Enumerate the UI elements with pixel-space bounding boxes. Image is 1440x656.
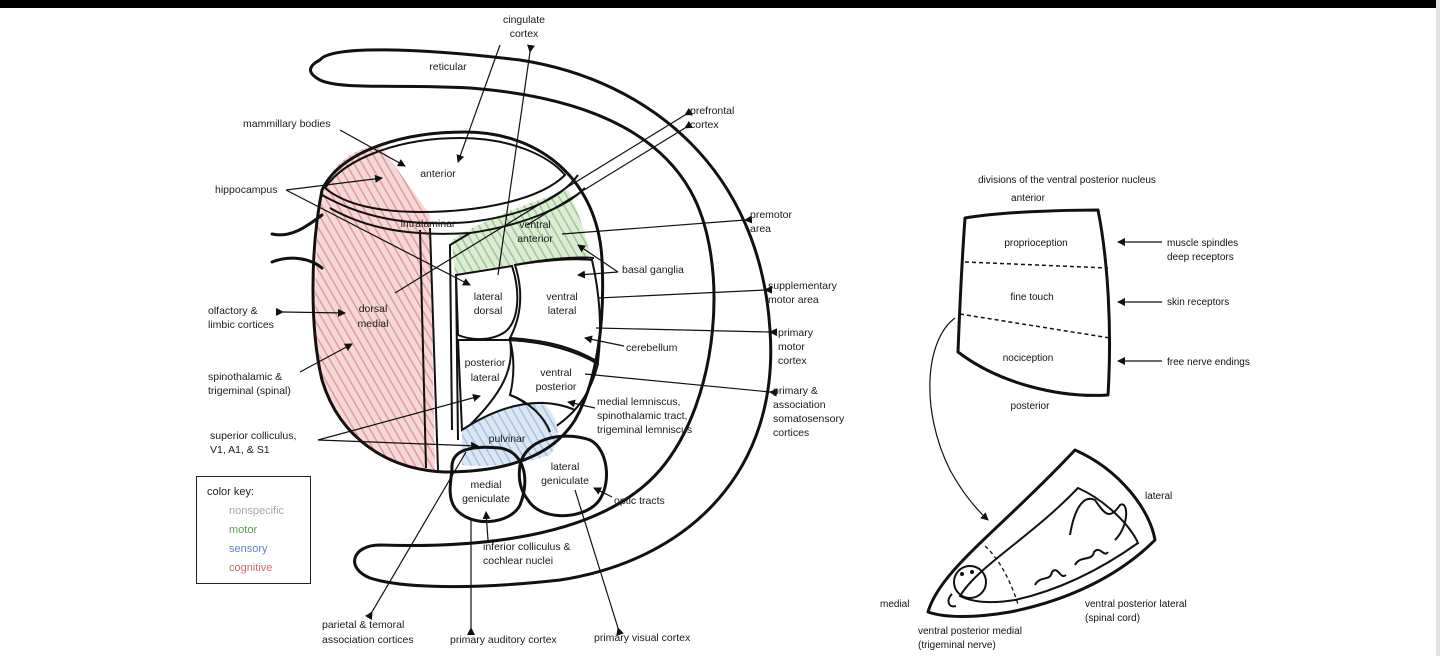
label-anterior: anterior (420, 168, 456, 180)
label-medial-geniculate-2: geniculate (462, 493, 510, 505)
label-ventral-lateral-2: lateral (548, 305, 577, 317)
vp-input-muscle-2: deep receptors (1167, 252, 1234, 263)
label-inferior-colliculus-2: cochlear nuclei (483, 555, 553, 567)
reticular-nucleus (309, 48, 773, 589)
label-olfactory-1: olfactory & (208, 305, 258, 317)
label-cingulate-1: cingulate (503, 14, 545, 26)
label-optic-tracts: optic tracts (614, 495, 665, 507)
label-spinothalamic-2: trigeminal (spinal) (208, 385, 291, 397)
label-medial-geniculate-1: medial (471, 479, 502, 491)
ventral-lateral-nucleus (508, 258, 601, 364)
vp-input-skin: skin receptors (1167, 297, 1229, 308)
thalamus-outline (270, 130, 605, 474)
color-key-title: color key: (207, 486, 255, 498)
section-vpl-1: ventral posterior lateral (1085, 599, 1187, 610)
label-cingulate-2: cortex (510, 28, 539, 40)
vp-title: divisions of the ventral posterior nucle… (978, 175, 1156, 186)
ventral-anterior-nucleus (452, 190, 590, 275)
label-lateral-geniculate-1: lateral (551, 461, 580, 473)
label-primary-auditory: primary auditory cortex (450, 634, 558, 646)
vp-divisions-panel: divisions of the ventral posterior nucle… (929, 175, 1250, 521)
label-lateral-dorsal-2: dorsal (474, 305, 503, 317)
label-ventral-lateral-1: ventral (546, 291, 578, 303)
vp-anterior: anterior (1011, 193, 1046, 204)
label-primary-motor-1: primary (778, 327, 814, 339)
label-primary-visual: primary visual cortex (594, 632, 691, 644)
label-posterior-lateral-1: posterior (465, 357, 506, 369)
label-superior-colliculus-1: superior colliculus, (210, 430, 296, 442)
label-supplementary-2: motor area (768, 294, 819, 306)
lateral-posterior-nucleus (456, 339, 512, 432)
label-intralaminar: intralaminar (401, 218, 456, 230)
label-dorsal-medial-1: dorsal (359, 303, 388, 315)
label-cerebellum: cerebellum (626, 342, 678, 354)
label-medial-lemniscus-3: trigeminal lemniscus (597, 424, 692, 436)
color-key-cognitive: cognitive (229, 562, 273, 574)
vp-zone-nociception: nociception (1003, 353, 1054, 364)
section-vpm-1: ventral posterior medial (918, 626, 1022, 637)
label-pulvinar: pulvinar (489, 433, 526, 445)
label-spinothalamic-1: spinothalamic & (208, 371, 282, 383)
label-mammillary-bodies: mammillary bodies (243, 118, 331, 130)
lateral-geniculate (517, 434, 608, 518)
vp-section: lateral medial ventral posterior lateral… (880, 448, 1187, 651)
vp-posterior: posterior (1011, 401, 1051, 412)
top-black-bar (0, 0, 1440, 8)
label-primary-assoc-1: primary & (773, 385, 818, 397)
label-medial-lemniscus-2: spinothalamic tract, (597, 410, 687, 422)
label-ventral-posterior-2: posterior (536, 381, 577, 393)
color-key: color key: nonspecific motor sensory cog… (196, 476, 311, 584)
label-primary-motor-2: motor (778, 341, 805, 353)
vp-input-free-nerve: free nerve endings (1167, 357, 1250, 368)
label-primary-motor-3: cortex (778, 355, 807, 367)
color-key-nonspecific: nonspecific (229, 505, 285, 517)
label-posterior-lateral-2: lateral (471, 372, 500, 384)
vp-zone-fine-touch: fine touch (1010, 292, 1053, 303)
label-lateral-dorsal-1: lateral (474, 291, 503, 303)
color-key-motor: motor (229, 524, 258, 536)
vp-zone-proprioception: proprioception (1004, 238, 1067, 249)
connection-arrows (275, 44, 778, 636)
lateral-dorsal-nucleus (454, 264, 519, 341)
vp-input-muscle-1: muscle spindles (1167, 238, 1238, 249)
anterior-nucleus (323, 136, 567, 214)
section-medial: medial (880, 599, 909, 610)
label-primary-assoc-3: somatosensory (773, 413, 845, 425)
label-ventral-posterior-1: ventral (540, 367, 572, 379)
section-lateral: lateral (1145, 491, 1172, 502)
label-parietal-2: association cortices (322, 634, 414, 646)
right-edge-strip (1436, 0, 1440, 656)
label-premotor-1: premotor (750, 209, 793, 221)
label-inferior-colliculus-1: inferior colliculus & (483, 541, 571, 553)
color-key-sensory: sensory (229, 543, 268, 555)
label-premotor-2: area (750, 223, 771, 235)
label-ventral-anterior-1: ventral (519, 219, 551, 231)
label-primary-assoc-2: association (773, 399, 826, 411)
label-lateral-geniculate-2: geniculate (541, 475, 589, 487)
label-ventral-anterior-2: anterior (517, 233, 553, 245)
label-parietal-1: parietal & temoral (322, 619, 404, 631)
label-hippocampus: hippocampus (215, 184, 277, 196)
section-vpl-2: (spinal cord) (1085, 613, 1140, 624)
pulvinar-nucleus (462, 403, 558, 467)
label-basal-ganglia: basal ganglia (622, 264, 684, 276)
label-reticular: reticular (429, 61, 467, 73)
section-vpm-2: (trigeminal nerve) (918, 640, 996, 651)
label-medial-lemniscus-1: medial lemniscus, (597, 396, 680, 408)
label-superior-colliculus-2: V1, A1, & S1 (210, 444, 270, 456)
label-supplementary-1: supplementary (768, 280, 838, 292)
label-prefrontal-2: cortex (690, 119, 719, 131)
label-olfactory-2: limbic cortices (208, 319, 274, 331)
label-dorsal-medial-2: medial (358, 318, 389, 330)
label-prefrontal-1: prefrontal (690, 105, 734, 117)
dorsal-medial-region (315, 145, 435, 470)
label-primary-assoc-4: cortices (773, 427, 809, 439)
